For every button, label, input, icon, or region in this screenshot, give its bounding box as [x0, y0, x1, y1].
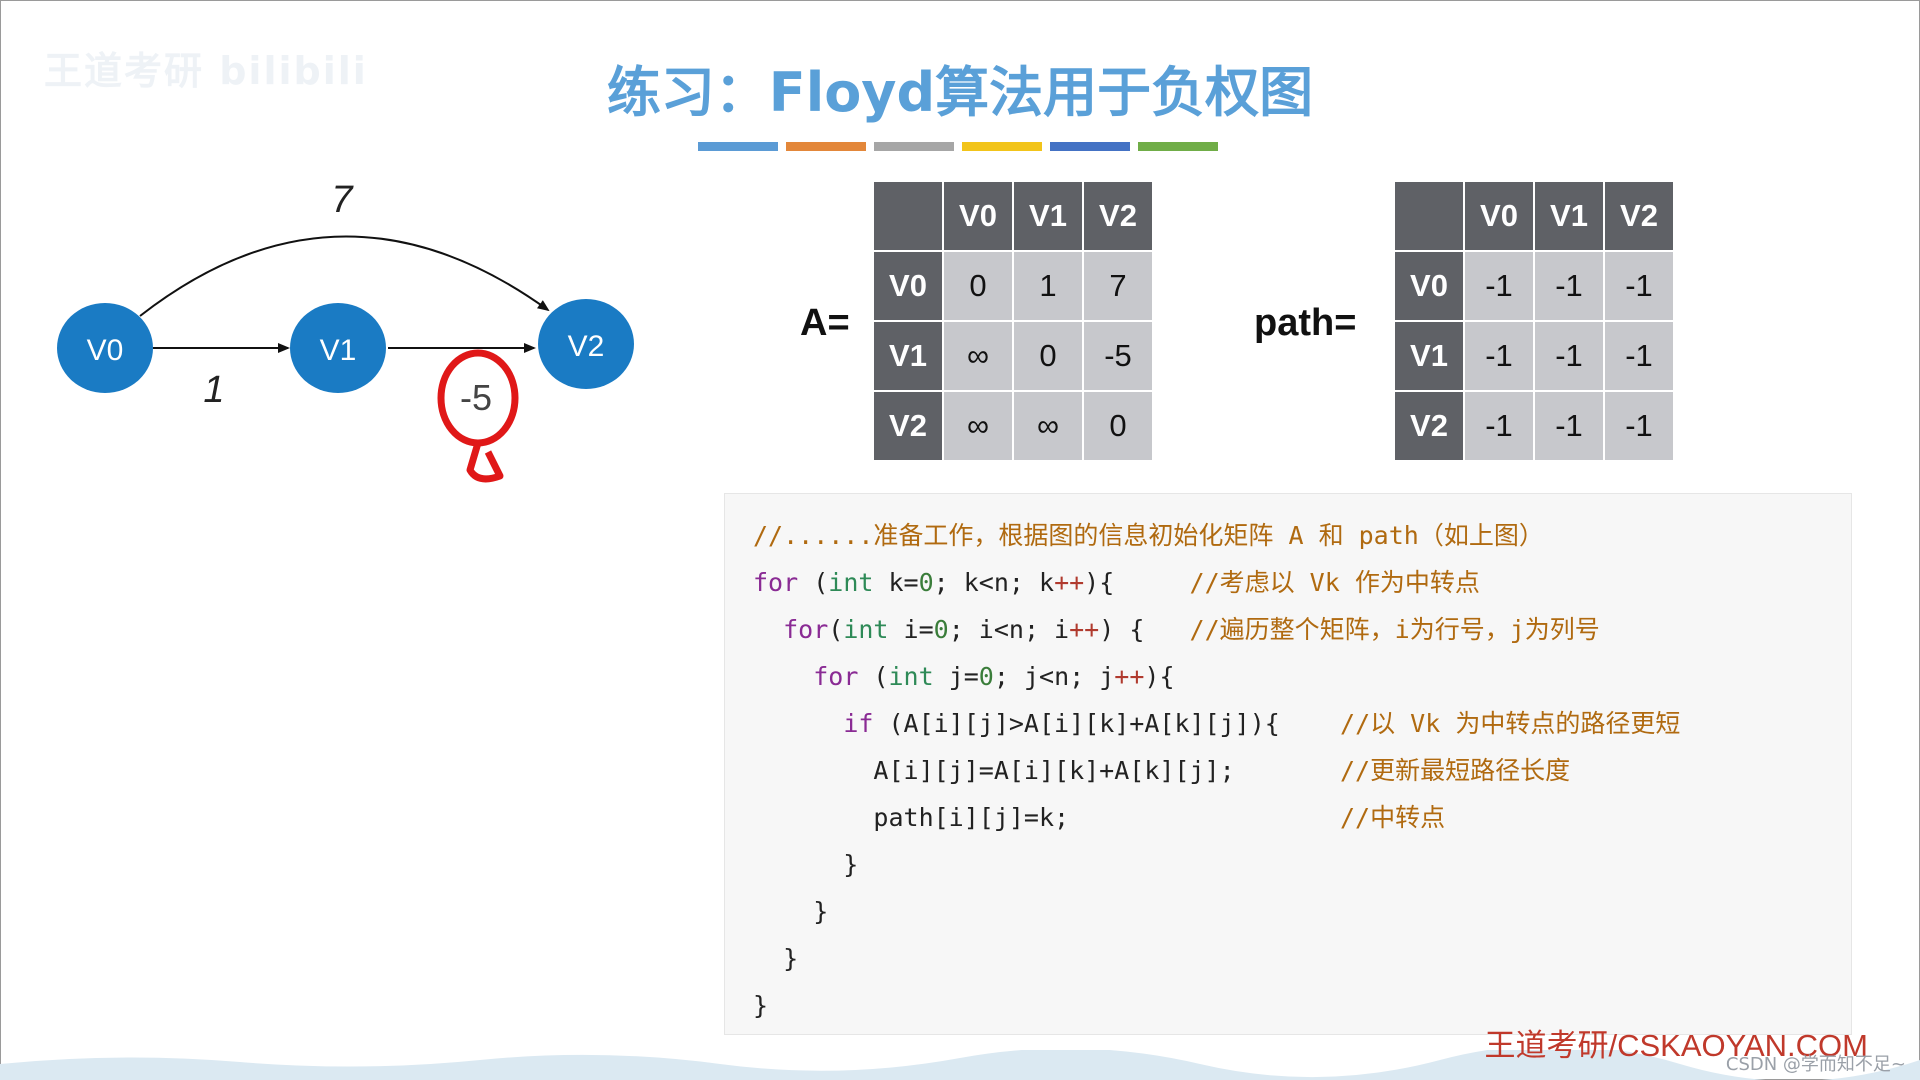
color-bar-2 — [786, 142, 866, 151]
matrix-path-corner — [1393, 180, 1465, 252]
node-label-v2: V2 — [568, 330, 605, 363]
code-block: //......准备工作，根据图的信息初始化矩阵 A 和 path（如上图） f… — [724, 493, 1852, 1035]
color-bar-3 — [874, 142, 954, 151]
node-label-v0: V0 — [87, 334, 124, 367]
matrix-a-row: V1 ∞ 0 -5 — [872, 320, 1154, 392]
matrix-a-col-header: V0 — [942, 180, 1014, 252]
matrix-a-header-row: V0 V1 V2 — [872, 180, 1154, 252]
matrix-a-row-header: V1 — [872, 320, 944, 392]
edge-weight-v0-v2: 7 — [331, 179, 354, 221]
matrix-a-cell: ∞ — [942, 390, 1014, 462]
matrix-path-row-header: V0 — [1393, 250, 1465, 322]
matrix-a-cell: 1 — [1012, 250, 1084, 322]
matrix-path-cell: -1 — [1533, 250, 1605, 322]
matrix-path-cell: -1 — [1603, 250, 1675, 322]
code-line: } — [753, 897, 829, 926]
matrix-a-cell: ∞ — [1012, 390, 1084, 462]
matrix-path-cell: -1 — [1533, 390, 1605, 462]
matrix-a-cell: 7 — [1082, 250, 1154, 322]
code-line: path[i][j]=k; //中转点 — [753, 803, 1446, 832]
matrix-a-cell: 0 — [1082, 390, 1154, 462]
matrix-path-cell: -1 — [1533, 320, 1605, 392]
code-line: if (A[i][j]>A[i][k]+A[k][j]){ //以 Vk 为中转… — [843, 709, 1681, 738]
csdn-credit: CSDN @学而知不足~ — [1725, 1054, 1906, 1075]
color-bar-5 — [1050, 142, 1130, 151]
node-v0: V0 — [57, 303, 153, 393]
edge-weight-v1-v2: -5 — [460, 377, 492, 418]
matrix-a-row: V0 0 1 7 — [872, 250, 1154, 322]
code-line: for(int i=0; i<n; i++) { //遍历整个矩阵，i为行号，j… — [783, 615, 1600, 644]
watermark: 王道考研 bilibili — [44, 49, 368, 93]
matrix-path-row: V1 -1 -1 -1 — [1393, 320, 1675, 392]
matrix-path-table: V0 V1 V2 V0 -1 -1 -1 V1 -1 -1 -1 V2 -1 -… — [1393, 180, 1675, 462]
matrix-a-row-header: V0 — [872, 250, 944, 322]
matrix-a-col-header: V2 — [1082, 180, 1154, 252]
matrix-a-cell: ∞ — [942, 320, 1014, 392]
code-line: A[i][j]=A[i][k]+A[k][j]; //更新最短路径长度 — [753, 756, 1571, 785]
code-line: } — [753, 850, 859, 879]
color-bar-strip — [698, 142, 1218, 151]
matrix-path-row-header: V1 — [1393, 320, 1465, 392]
matrix-path-row: V2 -1 -1 -1 — [1393, 390, 1675, 462]
matrix-path-cell: -1 — [1463, 390, 1535, 462]
footer-brand: 王道考研/CSKAOYAN.COM — [1484, 1028, 1868, 1063]
matrix-path-cell: -1 — [1603, 320, 1675, 392]
code-line: } — [753, 944, 799, 973]
matrix-path-cell: -1 — [1463, 250, 1535, 322]
matrix-a-label: A= — [800, 302, 850, 344]
code-line: } — [753, 991, 769, 1020]
matrix-a-table: V0 V1 V2 V0 0 1 7 V1 ∞ 0 -5 V2 ∞ ∞ 0 — [872, 180, 1154, 462]
code-text: //......准备工作，根据图的信息初始化矩阵 A 和 path（如上图） f… — [725, 494, 1851, 1029]
color-bar-6 — [1138, 142, 1218, 151]
matrix-a-cell: 0 — [1012, 320, 1084, 392]
matrix-a-col-header: V1 — [1012, 180, 1084, 252]
matrix-path-label: path= — [1254, 302, 1357, 344]
node-label-v1: V1 — [320, 334, 357, 367]
color-bar-1 — [698, 142, 778, 151]
matrix-a-row: V2 ∞ ∞ 0 — [872, 390, 1154, 462]
matrix-a-cell: 0 — [942, 250, 1014, 322]
code-line: for (int j=0; j<n; j++){ — [813, 662, 1175, 691]
slide-title: 练习：Floyd算法用于负权图 — [606, 61, 1314, 124]
matrix-path-cell: -1 — [1603, 390, 1675, 462]
code-line: //......准备工作，根据图的信息初始化矩阵 A 和 path（如上图） — [753, 521, 1544, 550]
matrix-path-header-row: V0 V1 V2 — [1393, 180, 1675, 252]
matrix-a-cell: -5 — [1082, 320, 1154, 392]
color-bar-4 — [962, 142, 1042, 151]
matrix-a-corner — [872, 180, 944, 252]
decorative-wave — [0, 1050, 1920, 1080]
annotation-tail — [466, 442, 504, 483]
edge-v0-v2 — [139, 235, 550, 317]
matrix-path-col-header: V2 — [1603, 180, 1675, 252]
code-line: for (int k=0; k<n; k++){ //考虑以 Vk 作为中转点 — [753, 568, 1480, 597]
node-v1: V1 — [290, 303, 386, 393]
node-v2: V2 — [538, 299, 634, 389]
matrix-a-row-header: V2 — [872, 390, 944, 462]
matrix-path-cell: -1 — [1463, 320, 1535, 392]
matrix-path-col-header: V0 — [1463, 180, 1535, 252]
matrix-path-col-header: V1 — [1533, 180, 1605, 252]
matrix-path-row: V0 -1 -1 -1 — [1393, 250, 1675, 322]
edge-weight-v0-v1: 1 — [203, 369, 224, 411]
matrix-path-row-header: V2 — [1393, 390, 1465, 462]
